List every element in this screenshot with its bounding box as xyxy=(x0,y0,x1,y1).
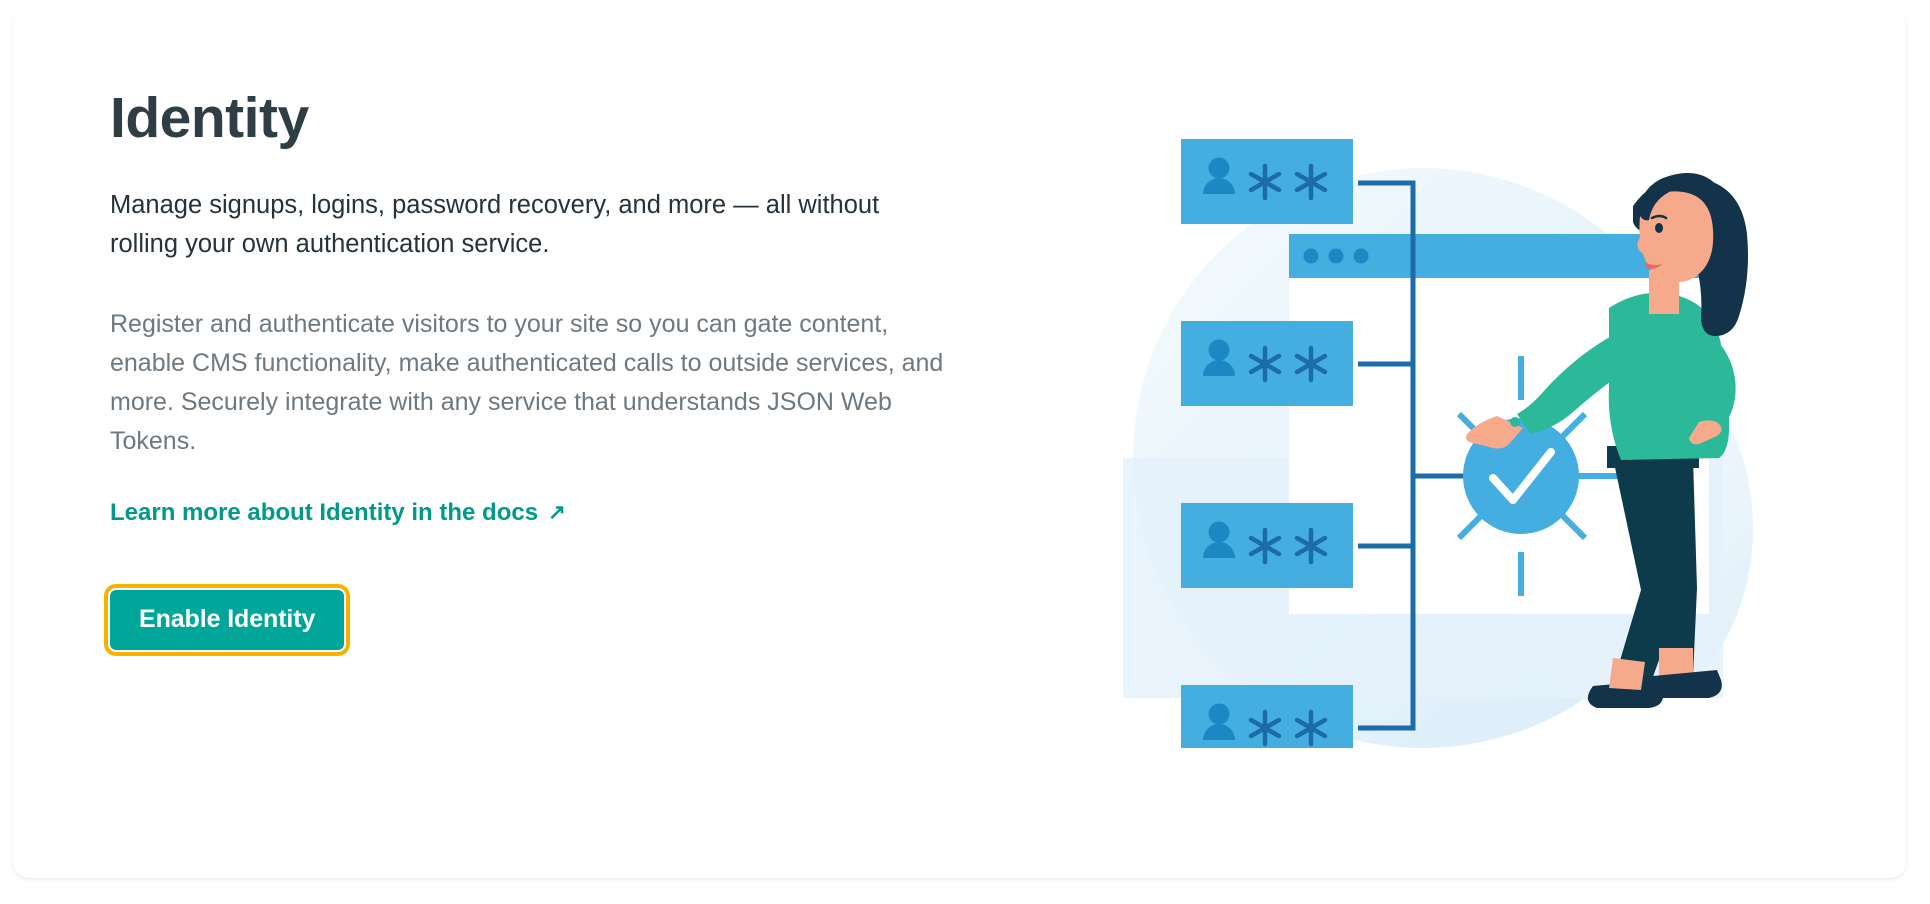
sweater xyxy=(1608,292,1730,460)
hip-hand xyxy=(1689,420,1722,445)
browser-dot-2 xyxy=(1328,248,1344,264)
credential-card xyxy=(1181,139,1353,224)
identity-illustration xyxy=(1093,128,1853,748)
identity-subhead: Manage signups, logins, password recover… xyxy=(110,190,880,258)
checkmark-icon xyxy=(1489,448,1555,504)
shoe-front xyxy=(1649,670,1722,698)
shoe-back xyxy=(1587,680,1664,708)
identity-illustration-svg xyxy=(1123,139,1753,748)
pointing-arm xyxy=(1517,334,1633,434)
external-link-icon: ↗ xyxy=(548,501,566,525)
cta-container: Enable Identity xyxy=(103,583,970,656)
check-rays xyxy=(1456,356,1621,596)
docs-link-label: Learn more about Identity in the docs xyxy=(110,499,539,527)
face xyxy=(1639,191,1714,282)
identity-panel: Identity Manage signups, logins, passwor… xyxy=(13,10,1906,878)
identity-description: Register and authenticate visitors to yo… xyxy=(110,309,944,455)
enable-identity-button[interactable]: Enable Identity xyxy=(103,583,351,656)
credential-card xyxy=(1181,321,1353,406)
credential-card xyxy=(1181,685,1353,748)
page-title: Identity xyxy=(110,86,309,150)
credential-card xyxy=(1181,503,1353,588)
browser-dot-3 xyxy=(1353,248,1369,264)
pointing-hand xyxy=(1466,416,1523,449)
hair-front xyxy=(1639,173,1721,221)
learn-more-docs-link[interactable]: Learn more about Identity in the docs ↗ xyxy=(110,499,566,528)
hip-arm xyxy=(1697,340,1736,440)
browser-dot-1 xyxy=(1303,248,1319,264)
person-illustration xyxy=(1466,173,1748,708)
identity-text-column: Identity Manage signups, logins, passwor… xyxy=(103,86,970,656)
